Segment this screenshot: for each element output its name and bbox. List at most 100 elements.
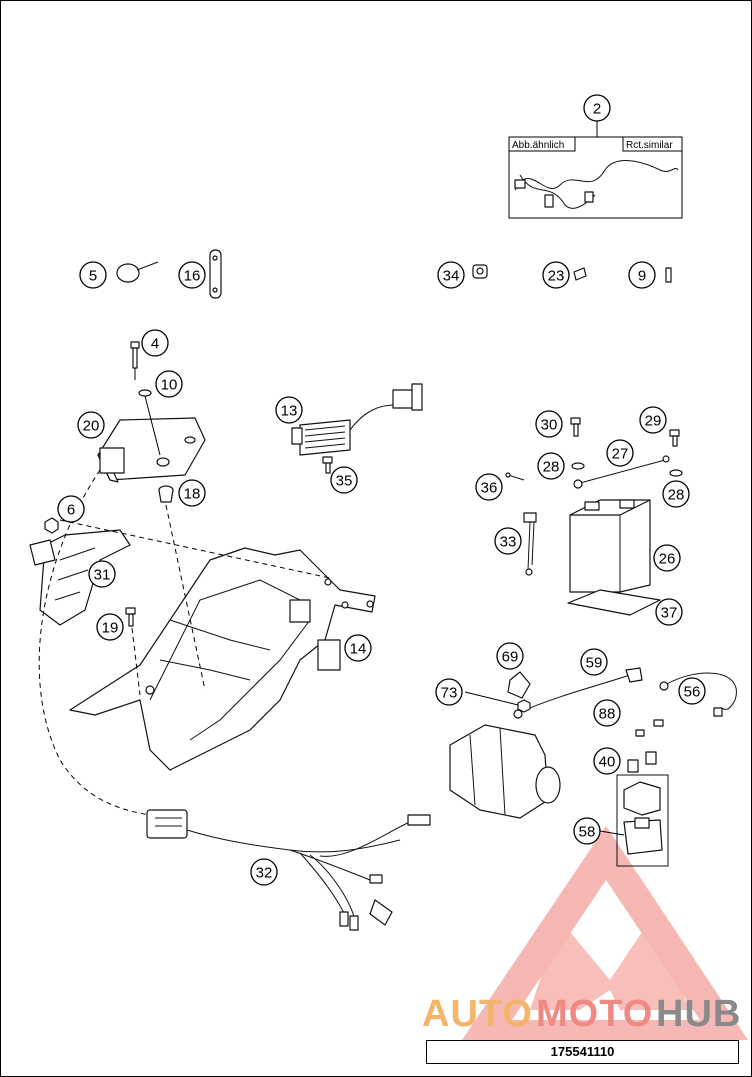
callout-number: 59 [586, 655, 603, 672]
battery-cable-part [573, 455, 670, 489]
callout-number: 34 [443, 268, 460, 285]
callout-5: 5 [79, 261, 107, 289]
callout-2: 2 [583, 94, 611, 122]
part-code-label: 175541110 [426, 1040, 739, 1064]
cable-part [513, 667, 643, 719]
callout-6: 6 [57, 495, 85, 523]
callout-28: 28 [537, 452, 565, 480]
callout-34: 34 [437, 261, 465, 289]
cap-part [507, 671, 531, 699]
small-nut-part [517, 699, 531, 713]
watermark-logo [462, 826, 748, 1040]
label-rct-similar: Rct.similar [626, 140, 673, 151]
callout-16: 16 [178, 261, 206, 289]
frame-carrier-part [69, 547, 376, 771]
callout-number: 20 [83, 418, 100, 435]
callout-number: 36 [481, 480, 498, 497]
callout-number: 4 [151, 336, 159, 353]
callout-27: 27 [606, 439, 634, 467]
small-clip-part [573, 267, 587, 281]
callout-26: 26 [653, 544, 681, 572]
callout-number: 69 [502, 649, 519, 666]
watermark-text: AUTO MOTO HUB [422, 993, 741, 1035]
battery-part [569, 499, 651, 593]
callout-number: 6 [67, 502, 75, 519]
callout-56: 56 [678, 677, 706, 705]
callout-20: 20 [77, 411, 105, 439]
callout-28: 28 [662, 480, 690, 508]
cable-tie-part [116, 261, 159, 283]
dashed-connector-path [38, 469, 151, 816]
battery-pad-part [567, 589, 661, 616]
fuse-part [627, 751, 657, 773]
control-unit-part [97, 395, 206, 483]
screw-part [130, 341, 140, 369]
callout-number: 31 [94, 567, 111, 584]
sleeve-part [158, 485, 174, 503]
callout-13: 13 [275, 396, 303, 424]
callout-number: 58 [579, 824, 596, 841]
callout-number: 33 [500, 534, 517, 551]
callout-number: 27 [612, 446, 629, 463]
nut-clip-part [472, 264, 488, 279]
nut-part [44, 517, 59, 534]
starter-motor-part [449, 724, 561, 819]
watermark-text-auto: AUTO [422, 993, 533, 1035]
callout-number: 30 [541, 417, 558, 434]
callout-35: 35 [330, 466, 358, 494]
callout-36: 36 [475, 473, 503, 501]
wiring-harness-part [146, 809, 431, 931]
dashed-leader-sleeve [165, 504, 206, 691]
callout-number: 16 [184, 268, 201, 285]
callout-number: 19 [102, 620, 119, 637]
callout-4: 4 [141, 329, 169, 357]
fuse-holder-strip-part [523, 512, 537, 576]
callout-29: 29 [639, 406, 667, 434]
battery-washer-part [571, 462, 585, 470]
callout-number: 28 [668, 487, 685, 504]
callout-number: 35 [336, 473, 353, 490]
callout-58: 58 [573, 817, 601, 845]
screw-part-2 [125, 607, 136, 627]
ground-cable-part [659, 672, 737, 717]
callout-number: 18 [184, 486, 201, 503]
callout-18: 18 [178, 479, 206, 507]
watermark-text-hub: HUB [656, 993, 741, 1035]
callout-30: 30 [535, 410, 563, 438]
callout-number: 26 [659, 551, 676, 568]
battery-bolt-part-2 [669, 429, 680, 447]
fuse-screw-part [635, 719, 664, 737]
callout-number: 9 [638, 268, 646, 285]
callout-23: 23 [542, 261, 570, 289]
callout-number: 29 [645, 413, 662, 430]
callout-number: 2 [593, 101, 601, 118]
callout-31: 31 [88, 560, 116, 588]
battery-washer-part-2 [669, 469, 683, 477]
battery-bolt-part [570, 417, 581, 437]
callout-32: 32 [250, 858, 278, 886]
callout-group: 2 5 16 34 23 9 4 10 20 13 35 30 29 27 28 28 36 18 6 31 33 26 3… [57, 94, 706, 886]
callout-number: 28 [543, 459, 560, 476]
callout-9: 9 [628, 261, 656, 289]
callout-number: 40 [599, 754, 616, 771]
callout-37: 37 [655, 598, 683, 626]
callout-number: 13 [281, 403, 298, 420]
voltage-regulator-part [291, 383, 423, 456]
dashed-leader-screw [131, 627, 141, 696]
wiring-harness-similar-box: Abb.ähnlich Rct.similar [508, 121, 683, 219]
watermark-text-moto: MOTO [536, 993, 653, 1035]
label-abb-ahnlich: Abb.ähnlich [512, 140, 564, 151]
callout-59: 59 [580, 648, 608, 676]
small-screw-part [665, 267, 672, 283]
callout-number: 14 [350, 641, 367, 658]
starter-relay-part [616, 774, 669, 867]
callout-10: 10 [155, 370, 183, 398]
callout-number: 73 [441, 685, 458, 702]
clamp-strap-part [209, 249, 222, 299]
callout-number: 88 [599, 706, 616, 723]
callout-number: 37 [661, 605, 678, 622]
callout-40: 40 [593, 747, 621, 775]
callout-73: 73 [435, 678, 463, 706]
callout-number: 5 [89, 268, 97, 285]
